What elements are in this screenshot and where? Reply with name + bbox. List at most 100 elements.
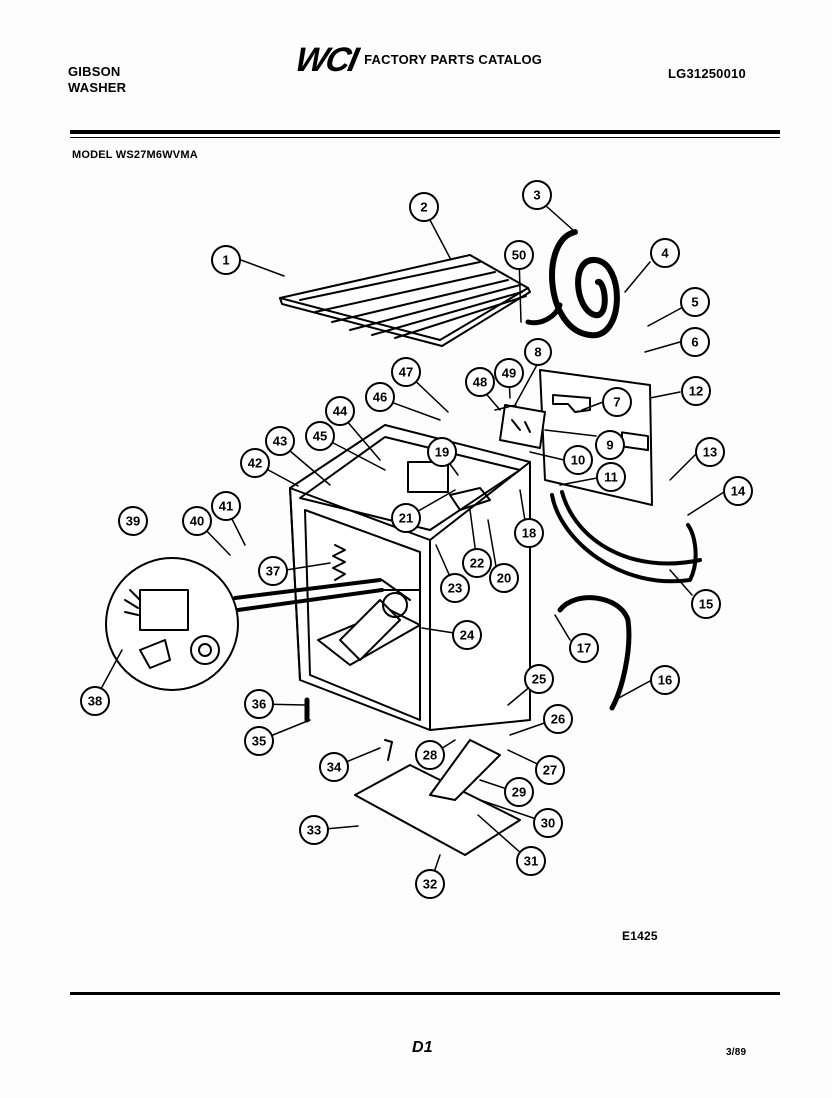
svg-text:11: 11 bbox=[604, 470, 618, 485]
callout-39: 39 bbox=[118, 506, 148, 536]
drive-assembly bbox=[339, 579, 421, 661]
svg-text:33: 33 bbox=[307, 823, 321, 838]
callout-19: 19 bbox=[427, 437, 457, 467]
svg-text:42: 42 bbox=[248, 456, 262, 471]
svg-text:10: 10 bbox=[571, 453, 585, 468]
svg-text:38: 38 bbox=[88, 694, 102, 709]
cabinet bbox=[289, 424, 531, 731]
brand-block: GIBSON WASHER bbox=[68, 64, 126, 96]
svg-text:3: 3 bbox=[533, 188, 540, 203]
svg-text:49: 49 bbox=[502, 366, 516, 381]
svg-text:41: 41 bbox=[219, 499, 233, 514]
callout-4: 4 bbox=[650, 238, 680, 268]
footer-rule bbox=[70, 992, 780, 995]
catalog-heading: WCI FACTORY PARTS CATALOG bbox=[292, 41, 542, 79]
callout-49: 49 bbox=[494, 358, 524, 388]
callout-32: 32 bbox=[415, 869, 445, 899]
callout-12: 12 bbox=[681, 376, 711, 406]
callout-6: 6 bbox=[680, 327, 710, 357]
inset-leader bbox=[233, 578, 384, 612]
svg-text:43: 43 bbox=[273, 434, 287, 449]
svg-text:35: 35 bbox=[252, 734, 266, 749]
callout-48: 48 bbox=[465, 367, 495, 397]
page-number: D1 bbox=[412, 1039, 433, 1056]
callout-26: 26 bbox=[543, 704, 573, 734]
callout-35: 35 bbox=[244, 726, 274, 756]
catalog-number: LG31250010 bbox=[668, 66, 746, 81]
appliance-type: WASHER bbox=[68, 80, 127, 95]
svg-text:25: 25 bbox=[532, 672, 546, 687]
callout-50: 50 bbox=[504, 240, 534, 270]
callout-24: 24 bbox=[452, 620, 482, 650]
callout-47: 47 bbox=[391, 357, 421, 387]
callout-40: 40 bbox=[182, 506, 212, 536]
callout-38: 38 bbox=[80, 686, 110, 716]
callout-15: 15 bbox=[691, 589, 721, 619]
svg-text:39: 39 bbox=[126, 514, 140, 529]
svg-text:31: 31 bbox=[524, 854, 538, 869]
revision-date: 3/89 bbox=[726, 1047, 747, 1058]
base-panel bbox=[354, 739, 521, 856]
svg-text:36: 36 bbox=[252, 697, 266, 712]
svg-text:4: 4 bbox=[661, 246, 669, 261]
leveling-legs bbox=[304, 697, 393, 761]
svg-text:29: 29 bbox=[512, 785, 526, 800]
svg-text:6: 6 bbox=[691, 335, 698, 350]
svg-text:5: 5 bbox=[691, 295, 698, 310]
svg-text:22: 22 bbox=[470, 556, 484, 571]
svg-text:27: 27 bbox=[543, 763, 557, 778]
callout-25: 25 bbox=[524, 664, 554, 694]
svg-text:46: 46 bbox=[373, 390, 387, 405]
inlet-hoses bbox=[550, 490, 702, 584]
svg-text:37: 37 bbox=[266, 564, 280, 579]
svg-text:16: 16 bbox=[658, 673, 672, 688]
callout-45: 45 bbox=[305, 421, 335, 451]
callout-16: 16 bbox=[650, 665, 680, 695]
svg-text:1: 1 bbox=[222, 253, 229, 268]
drain-hose bbox=[557, 595, 632, 711]
svg-text:32: 32 bbox=[423, 877, 437, 892]
callout-2: 2 bbox=[409, 192, 439, 222]
callout-11: 11 bbox=[596, 462, 626, 492]
callout-46: 46 bbox=[365, 382, 395, 412]
callout-8: 8 bbox=[524, 338, 552, 366]
callout-29: 29 bbox=[504, 777, 534, 807]
svg-text:34: 34 bbox=[327, 760, 342, 775]
svg-text:48: 48 bbox=[473, 375, 487, 390]
callout-31: 31 bbox=[516, 846, 546, 876]
callout-22: 22 bbox=[462, 548, 492, 578]
header-rule bbox=[70, 130, 780, 134]
callout-5: 5 bbox=[680, 287, 710, 317]
svg-text:26: 26 bbox=[551, 712, 565, 727]
callout-3: 3 bbox=[522, 180, 552, 210]
callout-14: 14 bbox=[723, 476, 753, 506]
callout-23: 23 bbox=[440, 573, 470, 603]
svg-text:20: 20 bbox=[497, 571, 511, 586]
svg-text:28: 28 bbox=[423, 748, 437, 763]
callout-21: 21 bbox=[391, 503, 421, 533]
svg-text:12: 12 bbox=[689, 384, 703, 399]
model-number: MODEL WS27M6WVMA bbox=[72, 149, 198, 161]
svg-text:24: 24 bbox=[460, 628, 475, 643]
callout-42: 42 bbox=[240, 448, 270, 478]
callout-7: 7 bbox=[602, 387, 632, 417]
callout-1: 1 bbox=[211, 245, 241, 275]
svg-text:8: 8 bbox=[534, 345, 541, 360]
callout-43: 43 bbox=[265, 426, 295, 456]
svg-text:15: 15 bbox=[699, 597, 713, 612]
callout-41: 41 bbox=[211, 491, 241, 521]
callout-44: 44 bbox=[325, 396, 355, 426]
svg-text:18: 18 bbox=[522, 526, 536, 541]
svg-text:7: 7 bbox=[613, 395, 620, 410]
svg-text:21: 21 bbox=[399, 511, 413, 526]
svg-text:2: 2 bbox=[420, 200, 427, 215]
callout-20: 20 bbox=[489, 563, 519, 593]
callout-37: 37 bbox=[258, 556, 288, 586]
callout-34: 34 bbox=[319, 752, 349, 782]
svg-text:50: 50 bbox=[512, 248, 526, 263]
svg-text:30: 30 bbox=[541, 816, 555, 831]
svg-text:45: 45 bbox=[313, 429, 327, 444]
svg-text:9: 9 bbox=[606, 438, 613, 453]
